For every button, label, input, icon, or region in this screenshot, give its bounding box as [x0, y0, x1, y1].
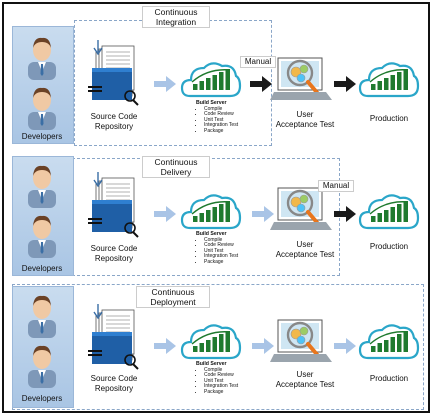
build-steps: Compile Code Review Unit Test Integratio… [196, 367, 256, 396]
build-step: Package [204, 389, 256, 396]
arrow-right-dark-icon [334, 76, 356, 92]
build-server-list: Build Server Compile Code Review Unit Te… [196, 231, 256, 266]
uat-label: User Acceptance Test [275, 110, 335, 129]
repository-icon [88, 172, 139, 238]
repository-label: Source Code Repository [90, 374, 138, 393]
arrow-right-icon [252, 338, 274, 354]
repository-icon [88, 304, 139, 370]
cloud-production-icon [358, 324, 420, 360]
developers-label: Developers [21, 264, 63, 273]
build-step: Compile [204, 237, 256, 244]
arrow-right-dark-icon [250, 76, 272, 92]
production-label: Production [369, 374, 409, 383]
panel-title: Continuous Integration [142, 6, 210, 28]
build-step: Integration Test [204, 123, 256, 129]
uat-monitor-icon [270, 319, 332, 362]
uat-label: User Acceptance Test [275, 370, 335, 389]
cloud-server-icon [180, 324, 242, 360]
uat-label: User Acceptance Test [275, 240, 335, 259]
build-step: Integration Test [204, 384, 256, 390]
cloud-production-icon [358, 194, 420, 230]
build-step: Unit Test [204, 248, 256, 255]
repository-icon [88, 40, 139, 106]
developer-icon [28, 215, 56, 258]
build-server-title: Build Server [196, 231, 227, 237]
uat-monitor-icon [270, 57, 332, 100]
developer-icon [28, 345, 56, 388]
developers-label: Developers [21, 394, 63, 403]
repository-label: Source Code Repository [90, 112, 138, 131]
arrow-right-dark-icon [334, 206, 356, 222]
developers-label: Developers [21, 132, 63, 141]
build-step: Unit Test [204, 378, 256, 385]
build-step: Compile [204, 106, 256, 113]
build-server-title: Build Server [196, 361, 227, 367]
diagram-frame: Developers Continuous Integration Source… [2, 2, 430, 413]
build-server-title: Build Server [196, 100, 227, 106]
build-step: Unit Test [204, 117, 256, 124]
build-steps: Compile Code Review Unit Test Integratio… [196, 237, 256, 266]
build-step: Integration Test [204, 254, 256, 260]
arrow-right-icon [154, 338, 176, 354]
build-steps: Compile Code Review Unit Test Integratio… [196, 106, 256, 135]
build-step: Code Review [204, 373, 256, 379]
panel-continuous-deployment: Developers Continuous Deployment Source … [4, 282, 428, 412]
cloud-server-icon [180, 62, 242, 98]
build-step: Package [204, 128, 256, 135]
cloud-server-icon [180, 194, 242, 230]
build-server-list: Build Server Compile Code Review Unit Te… [196, 100, 256, 135]
developer-icon [28, 295, 56, 338]
panel-title: Continuous Delivery [142, 156, 210, 178]
uat-monitor-icon [270, 187, 332, 230]
production-label: Production [369, 242, 409, 251]
build-step: Package [204, 259, 256, 266]
arrow-right-icon [334, 338, 356, 354]
panel-title: Continuous Deployment [136, 286, 210, 308]
production-label: Production [369, 114, 409, 123]
build-server-list: Build Server Compile Code Review Unit Te… [196, 361, 256, 396]
arrow-right-icon [252, 206, 274, 222]
manual-label: Manual [240, 56, 276, 68]
manual-label: Manual [318, 180, 354, 192]
arrow-right-icon [154, 76, 176, 92]
build-step: Compile [204, 367, 256, 374]
panel-continuous-integration: Developers Continuous Integration Source… [4, 4, 428, 148]
arrow-right-icon [154, 206, 176, 222]
panel-continuous-delivery: Developers Continuous Delivery Source Co… [4, 152, 428, 278]
build-step: Code Review [204, 112, 256, 118]
build-step: Code Review [204, 243, 256, 249]
repository-label: Source Code Repository [90, 244, 138, 263]
developer-icon [28, 37, 56, 80]
cloud-production-icon [358, 62, 420, 98]
developer-icon [28, 165, 56, 208]
developer-icon [28, 87, 56, 130]
